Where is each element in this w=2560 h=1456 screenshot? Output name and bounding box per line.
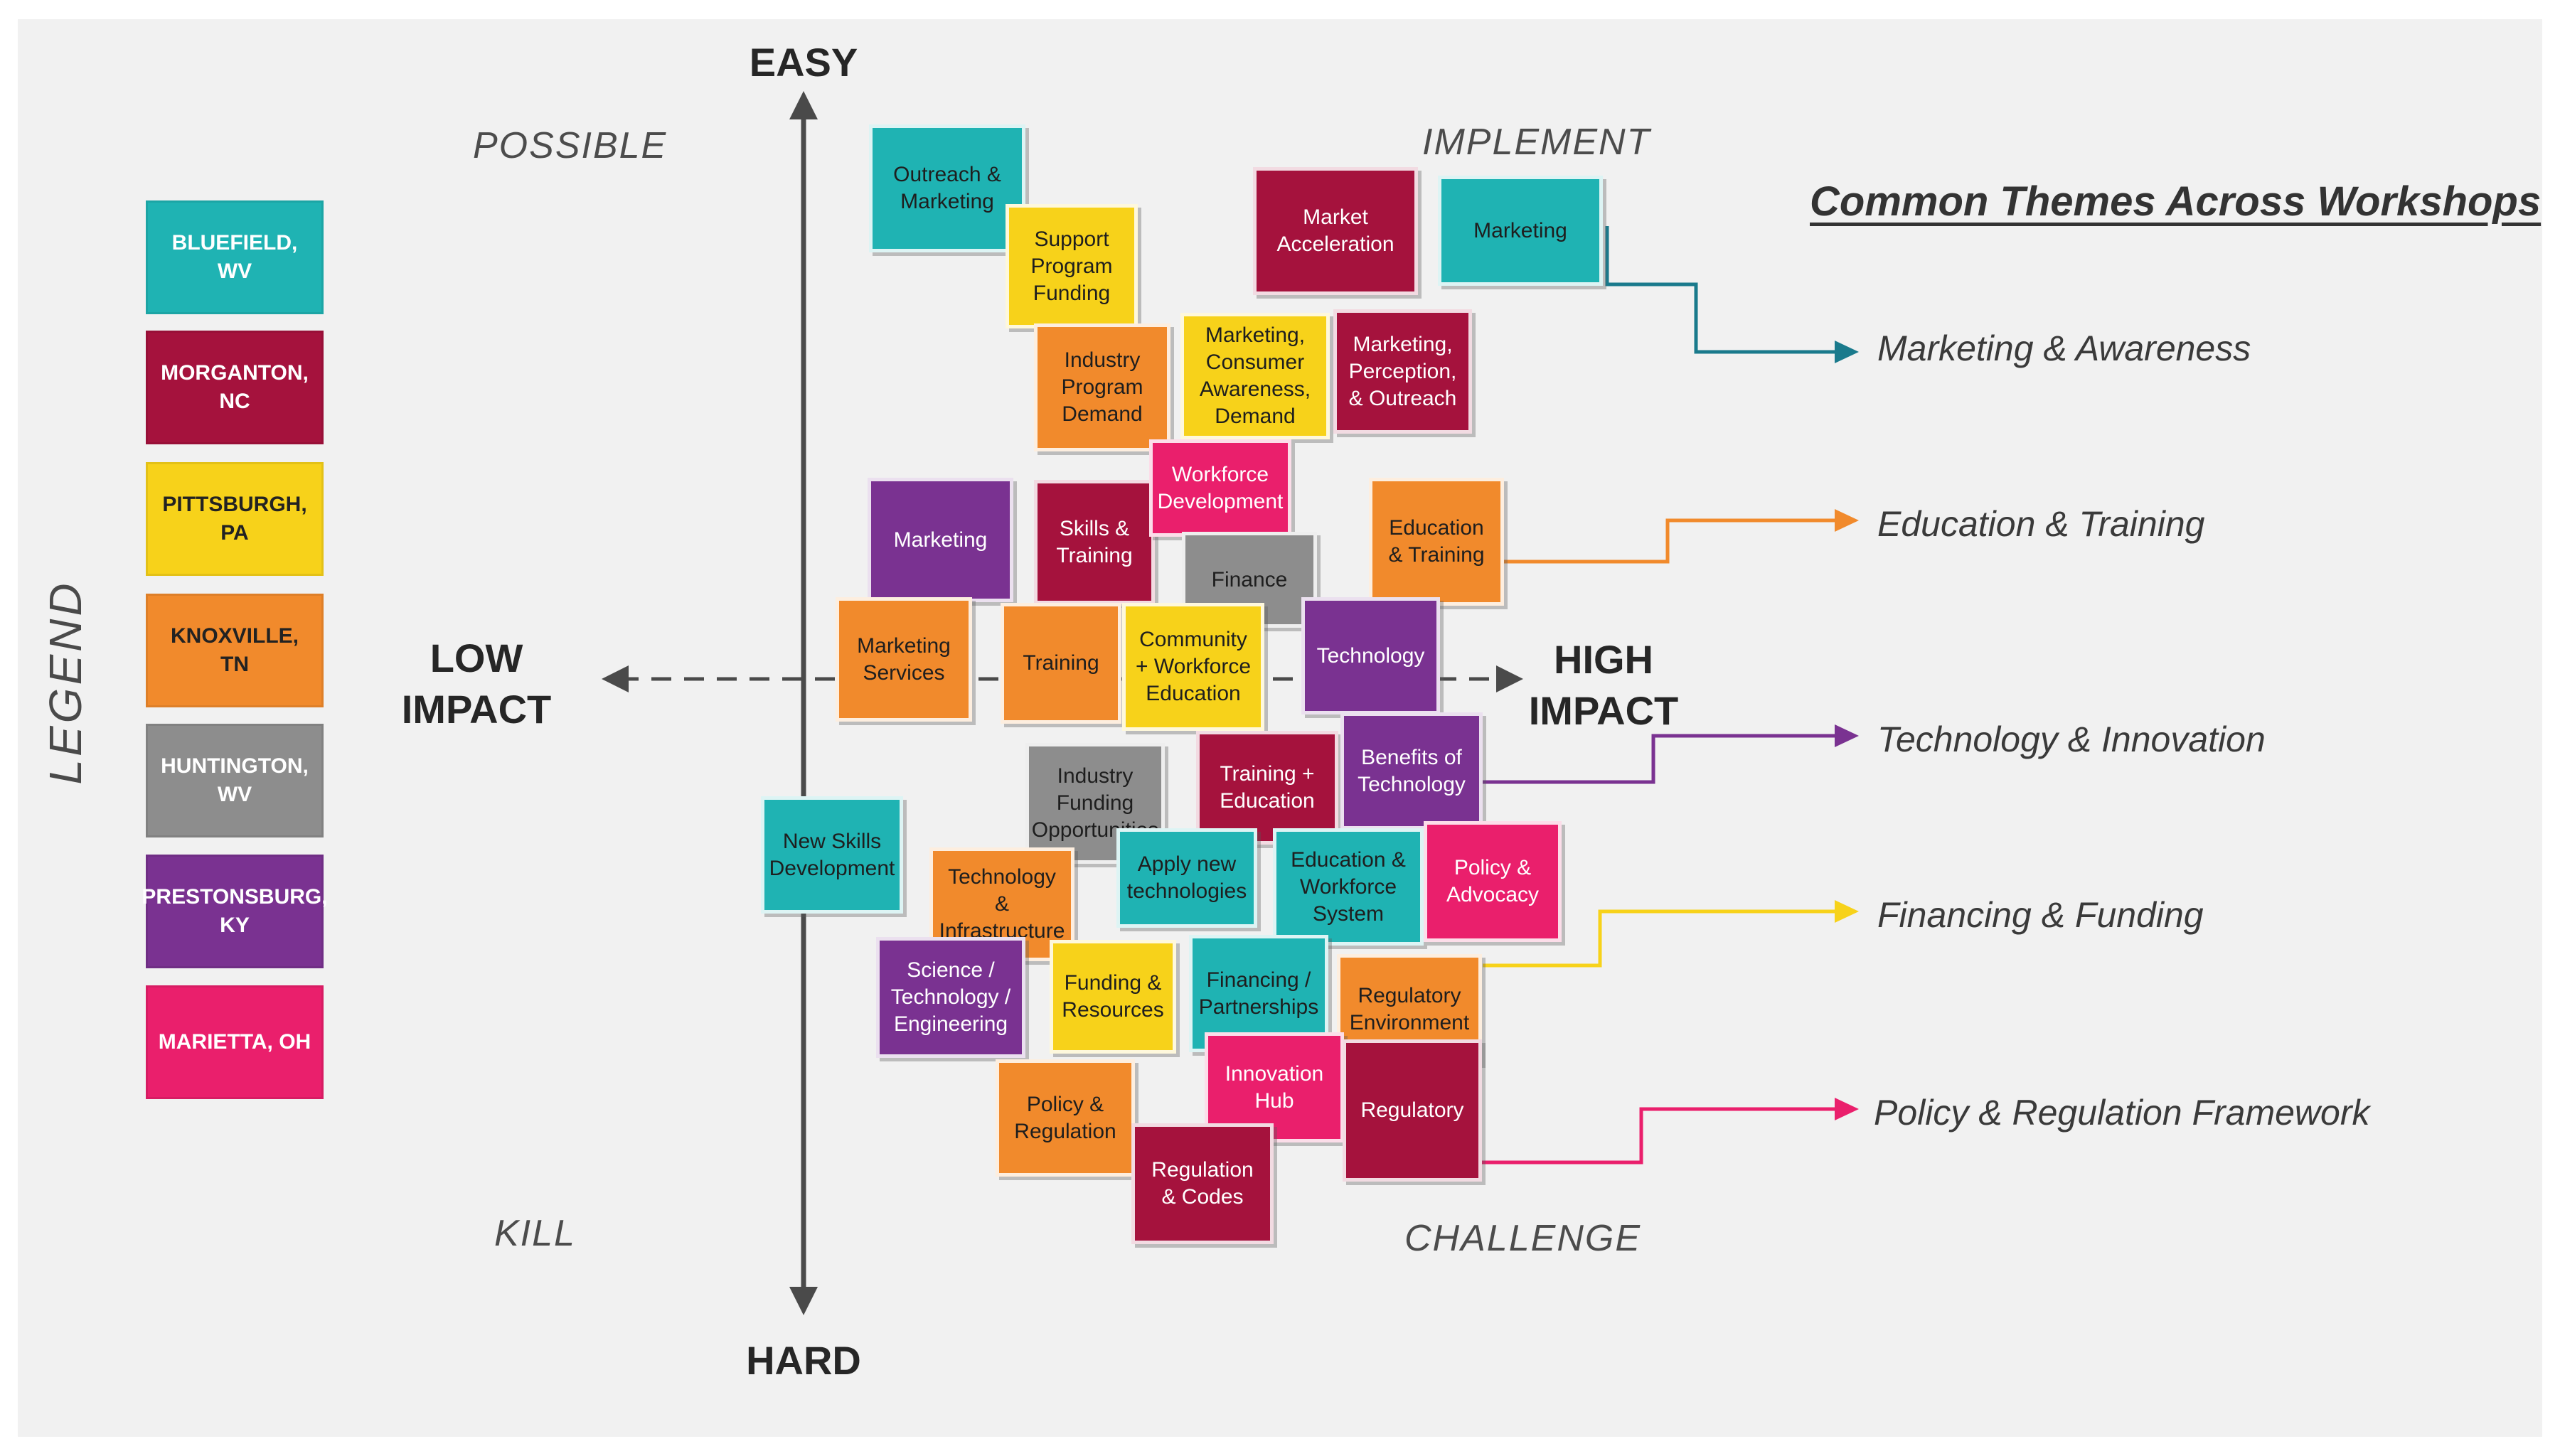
theme-label: Financing & Funding (1877, 895, 2204, 935)
sticky-note: Community + Workforce Education (1122, 603, 1264, 731)
theme-arrowhead (1835, 1098, 1859, 1120)
sticky-note: Policy & Advocacy (1424, 821, 1562, 942)
sticky-note: Apply new technologies (1116, 828, 1257, 928)
sticky-note: Marketing Services (836, 597, 972, 722)
legend-item: PRESTONSBURG, KY (142, 855, 328, 968)
theme-label: Education & Training (1877, 504, 2205, 544)
sticky-note: Policy & Regulation (996, 1059, 1135, 1177)
theme-connector (1483, 909, 1835, 968)
sticky-note: Outreach & Marketing (869, 124, 1025, 252)
sticky-note: Training + Education (1196, 731, 1338, 845)
quadrant-possible: POSSIBLE (473, 125, 668, 166)
legend-item: MORGANTON, NC (146, 331, 324, 444)
theme-label: Marketing & Awareness (1877, 328, 2251, 368)
left-arrowhead (602, 665, 629, 692)
legend-item: KNOXVILLE, TN (146, 594, 324, 707)
quadrant-implement: IMPLEMENT (1422, 122, 1651, 163)
sticky-note: Education & Workforce System (1273, 828, 1424, 946)
themes-title: Common Themes Across Workshops (1810, 178, 2542, 225)
sticky-note: Regulation & Codes (1131, 1123, 1274, 1244)
up-arrowhead (789, 91, 818, 119)
right-arrowhead (1496, 665, 1523, 692)
sticky-note: Marketing, Consumer Awareness, Demand (1180, 313, 1330, 439)
legend-item: BLUEFIELD, WV (146, 200, 324, 314)
theme-arrowhead (1835, 724, 1859, 747)
theme-label: Policy & Regulation Framework (1874, 1093, 2370, 1133)
sticky-note: Regulatory (1343, 1039, 1482, 1182)
sticky-note: Training (1001, 603, 1121, 724)
axis-top-label: EASY (749, 40, 858, 85)
sticky-note: Innovation Hub (1205, 1032, 1344, 1142)
sticky-note: Skills & Training (1034, 480, 1155, 604)
axis-left-label: LOW IMPACT (401, 636, 552, 732)
sticky-note: Marketing (1438, 176, 1603, 286)
sticky-note: Industry Program Demand (1034, 323, 1170, 451)
sticky-note: Workforce Development (1149, 439, 1291, 537)
down-arrowhead (789, 1287, 818, 1315)
sticky-note: New Skills Development (761, 796, 903, 914)
theme-label: Technology & Innovation (1877, 719, 2266, 759)
theme-connector (1479, 734, 1835, 784)
quadrant-challenge: CHALLENGE (1404, 1218, 1641, 1259)
quadrant-kill: KILL (494, 1213, 576, 1254)
axis-bottom-label: HARD (746, 1338, 861, 1383)
theme-connector (1605, 226, 1835, 354)
sticky-note: Education & Training (1369, 478, 1504, 606)
theme-arrowhead (1835, 341, 1859, 363)
sticky-note: Technology (1301, 597, 1440, 714)
sticky-note: Marketing (868, 478, 1013, 602)
sticky-note: Science / Technology / Engineering (876, 937, 1025, 1058)
theme-connector (1504, 518, 1835, 564)
sticky-note: Funding & Resources (1050, 940, 1176, 1054)
legend-item: HUNTINGTON, WV (146, 724, 324, 837)
theme-arrowhead (1835, 900, 1859, 923)
sticky-note: Market Acceleration (1253, 167, 1418, 295)
axis-right-label: HIGH IMPACT (1528, 637, 1679, 733)
legend-item: MARIETTA, OH (146, 985, 324, 1099)
sticky-note: Marketing, Perception, & Outreach (1333, 309, 1472, 434)
theme-arrowhead (1835, 509, 1859, 532)
sticky-note: Benefits of Technology (1340, 712, 1483, 830)
sticky-note: Support Program Funding (1006, 204, 1138, 328)
legend-item: PITTSBURGH, PA (146, 462, 324, 576)
theme-connector (1482, 1107, 1835, 1165)
